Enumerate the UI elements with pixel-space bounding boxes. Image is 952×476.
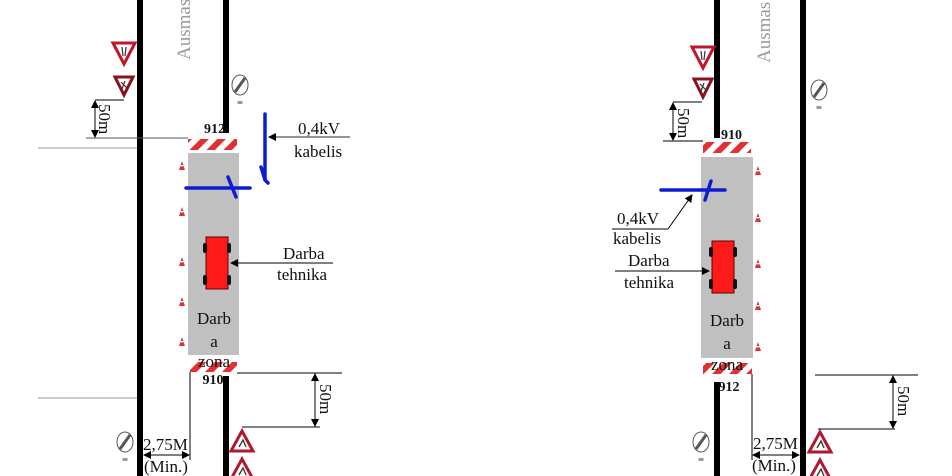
top-point-label: 912	[204, 122, 225, 137]
vehicle-label: Darba	[283, 244, 325, 263]
cable-label: kabelis	[613, 229, 661, 248]
traffic-cone-icon	[755, 342, 761, 351]
barrier-icon	[703, 142, 751, 153]
yield-narrowing-sign-icon	[113, 75, 135, 97]
end-restriction-sign-icon	[115, 430, 135, 463]
zone-label: zona	[198, 352, 231, 371]
bottom-point-label: 912	[719, 380, 740, 395]
traffic-cone-icon	[755, 166, 761, 175]
cable-label: kabelis	[294, 142, 342, 161]
road-edge-left	[137, 0, 143, 476]
traffic-cone-icon	[179, 337, 185, 346]
traffic-cone-icon	[179, 297, 185, 306]
road-edge-right-top	[223, 0, 229, 133]
zone-label: a	[210, 332, 218, 351]
bottom-distance-label: 50m	[894, 386, 913, 416]
top-point-label: 910	[721, 128, 742, 143]
lane-width-label: (Min.)	[752, 456, 796, 475]
traffic-cones	[755, 166, 761, 351]
top-distance-label: 50m	[95, 104, 114, 134]
traffic-cone-icon	[179, 207, 185, 216]
cable-line	[184, 112, 270, 199]
yield-narrowing-sign-icon	[692, 77, 714, 99]
lane-width-label: 2,75M	[753, 434, 798, 453]
traffic-cone-icon	[755, 213, 761, 222]
yield-narrowing-sign-icon	[690, 45, 716, 70]
lane-width-label: (Min.)	[144, 457, 188, 476]
left-scheme: Ausmas 50m 912 0,4kV kabelis Darba	[38, 0, 350, 476]
traffic-cones	[179, 161, 185, 346]
zone-label: zona	[711, 355, 744, 374]
barrier-icon	[188, 139, 237, 150]
barrier-icon	[190, 362, 237, 372]
roadworks-sign-icon	[229, 457, 255, 476]
roadworks-sign-icon	[807, 458, 833, 476]
work-vehicle-icon	[202, 236, 232, 290]
roadworks-sign-icon	[229, 429, 255, 453]
barrier-icon	[703, 363, 752, 374]
road-edge-right	[800, 0, 806, 476]
lane-width-label: 2,75M	[143, 435, 188, 454]
cable-label: 0,4kV	[298, 119, 341, 138]
traffic-cone-icon	[179, 257, 185, 266]
vehicle-label: tehnika	[624, 273, 674, 292]
end-restriction-sign-icon	[691, 430, 711, 463]
vehicle-label: Darba	[628, 251, 670, 270]
traffic-cone-icon	[755, 301, 761, 310]
bottom-point-label: 910	[203, 373, 224, 388]
yield-narrowing-sign-icon	[111, 41, 137, 66]
street-name: Ausmas	[754, 2, 775, 63]
end-restriction-sign-icon	[230, 73, 250, 106]
work-vehicle-icon	[708, 240, 738, 294]
bottom-distance-label: 50m	[316, 384, 335, 414]
street-name: Ausmas	[174, 0, 195, 60]
zone-label: Darb	[197, 309, 231, 328]
road-edge-right-bottom	[223, 376, 229, 476]
cable-line	[659, 179, 727, 202]
roadworks-sign-icon	[807, 430, 833, 454]
vehicle-label: tehnika	[277, 265, 327, 284]
zone-label: a	[723, 334, 731, 353]
zone-label: Darb	[710, 311, 744, 330]
road-edge-left-top	[714, 0, 720, 138]
traffic-cone-icon	[179, 161, 185, 170]
cable-label: 0,4kV	[617, 209, 660, 228]
top-distance-label: 50m	[674, 108, 693, 138]
right-scheme: Ausmas 50m 910 0,4kV kabelis Darba tehni…	[612, 0, 918, 476]
traffic-cone-icon	[755, 259, 761, 268]
road-edge-left-bottom	[714, 382, 720, 476]
